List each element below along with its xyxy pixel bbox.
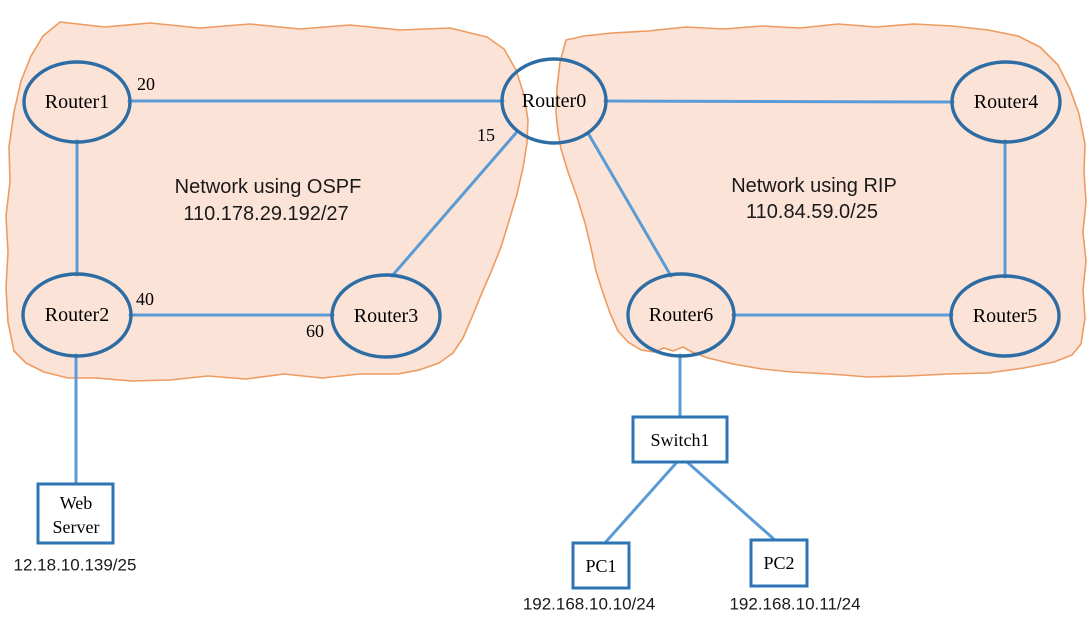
router0-label: Router0 [522, 90, 586, 112]
node-pc2[interactable]: PC2 [749, 538, 809, 588]
router6-ellipse[interactable] [626, 272, 736, 358]
node-router1[interactable]: Router1 [22, 60, 132, 144]
node-router3[interactable]: Router3 [330, 273, 442, 359]
pc1-ip: 192.168.10.10/24 [523, 595, 655, 614]
pc1-label: PC1 [585, 556, 616, 576]
node-switch1[interactable]: Switch1 [631, 415, 729, 464]
router4-label: Router4 [974, 91, 1038, 113]
switch1-label: Switch1 [650, 430, 709, 450]
cost-label-router2-router3-b: 60 [306, 321, 324, 341]
rip-region-title: Network using RIP [731, 175, 897, 197]
ospf-region-blob[interactable] [5, 21, 529, 382]
router5-label: Router5 [973, 305, 1037, 327]
router2-label: Router2 [45, 304, 109, 326]
pc1-box[interactable] [571, 541, 631, 590]
node-router6[interactable]: Router6 [626, 272, 736, 358]
node-router4[interactable]: Router4 [950, 60, 1062, 144]
router6-label: Router6 [649, 304, 713, 326]
web-server-label-line1: Web [60, 493, 93, 513]
node-router0[interactable]: Router0 [500, 57, 608, 145]
link-router0-router4[interactable] [603, 99, 955, 104]
link-router0-router3[interactable] [390, 131, 518, 278]
router2-ellipse[interactable] [21, 272, 133, 358]
cost-label-router2-router3-a: 40 [136, 289, 154, 309]
cost-label-router0-router3: 15 [477, 125, 495, 145]
router0-ellipse[interactable] [500, 57, 608, 145]
pc2-box[interactable] [749, 538, 809, 588]
router3-ellipse[interactable] [330, 273, 442, 359]
router1-label: Router1 [45, 91, 109, 113]
ospf-region-subnet: 110.178.29.192/27 [183, 203, 348, 225]
node-router5[interactable]: Router5 [949, 274, 1061, 358]
link-switch1-pc1[interactable] [602, 459, 680, 546]
cost-label-router1-router0: 20 [137, 74, 155, 94]
router4-ellipse[interactable] [950, 60, 1062, 144]
node-pc1[interactable]: PC1 [571, 541, 631, 590]
router1-ellipse[interactable] [22, 60, 132, 144]
ospf-region-title: Network using OSPF [175, 176, 362, 198]
node-web-server[interactable]: Web Server [36, 482, 115, 545]
web-server-label-line2: Server [53, 517, 100, 537]
router5-ellipse[interactable] [949, 274, 1061, 358]
rip-region-subnet: 110.84.59.0/25 [746, 201, 878, 223]
router3-label: Router3 [354, 305, 418, 327]
switch1-box[interactable] [631, 415, 729, 464]
node-router2[interactable]: Router2 [21, 272, 133, 358]
link-switch1-pc2[interactable] [684, 459, 778, 543]
web-server-ip: 12.18.10.139/25 [14, 556, 137, 575]
pc2-ip: 192.168.10.11/24 [729, 595, 860, 614]
web-server-box[interactable] [36, 482, 115, 545]
link-router0-router6[interactable] [586, 131, 673, 278]
pc2-label: PC2 [763, 553, 794, 573]
